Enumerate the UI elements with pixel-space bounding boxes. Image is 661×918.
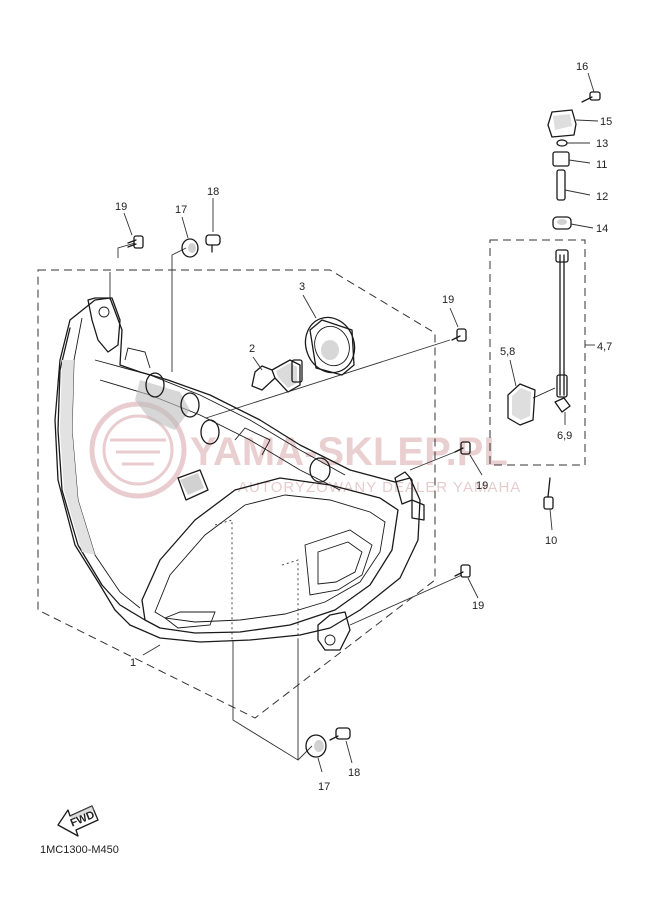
collar-part-14 [552, 216, 572, 230]
callout-12: 12 [596, 191, 608, 203]
callout-1: 1 [130, 657, 136, 669]
shaft-part-12 [556, 169, 566, 201]
bolt-18-top [205, 234, 221, 253]
clip-part-6-9 [554, 397, 571, 413]
callout-17-top: 17 [175, 204, 187, 216]
leader-12 [564, 189, 591, 196]
bolt-19-upper-left [127, 235, 144, 249]
headlight-assembly-boundary [37, 269, 436, 719]
ref-line-bolt-19-lower [349, 574, 463, 626]
bulb-cover-part [304, 316, 356, 376]
callout-15: 15 [600, 116, 612, 128]
ref-line-bolt-19-upper [205, 339, 451, 419]
callout-19-upper-right: 19 [442, 294, 454, 306]
leader-19c [469, 454, 483, 476]
bolt-18-bottom [329, 727, 351, 741]
screw-part-10 [543, 477, 554, 510]
ref-line-bolt-19-mid [409, 449, 461, 471]
callout-13: 13 [596, 138, 608, 150]
adjuster-rod-part [555, 249, 569, 398]
watermark: YAMA-SKLEP.PL AUTORYZOWANY DEALER YAMAHA [89, 401, 521, 499]
leader-19a [123, 212, 133, 236]
grommet-17-top [181, 238, 199, 258]
leader-15 [575, 119, 599, 122]
callout-11: 11 [596, 159, 607, 171]
ref-line-bottom-box [232, 640, 313, 761]
leader-1 [142, 644, 161, 656]
leader-2 [252, 356, 263, 371]
knob-part-15 [547, 109, 577, 138]
gear-part-11 [552, 151, 570, 167]
headlight-unit [54, 297, 425, 651]
hidden-line-right [281, 559, 299, 640]
callout-19-lower: 19 [472, 600, 484, 612]
bolt-19-upper-right [451, 328, 467, 342]
callout-17-bottom: 17 [318, 781, 330, 793]
callout-16: 16 [576, 61, 588, 73]
forward-arrow-icon: FWD [57, 805, 99, 837]
leader-14 [570, 223, 594, 229]
callout-19-upper-left: 19 [115, 201, 127, 213]
bulb-part [251, 359, 303, 393]
callout-3: 3 [299, 281, 305, 293]
callout-2: 2 [249, 343, 255, 355]
callout-10: 10 [545, 535, 557, 547]
leader-19b [449, 307, 459, 328]
leader-18-bottom [345, 740, 353, 764]
callout-6-9: 6,9 [557, 430, 572, 442]
o-ring-part-13 [556, 139, 568, 147]
bolt-19-lower-right [454, 564, 471, 578]
ref-line-grommet-top [171, 247, 187, 372]
leader-16 [587, 72, 595, 93]
callout-4-7: 4,7 [597, 341, 612, 353]
adjuster-assembly-boundary [489, 239, 586, 466]
callout-18-bottom: 18 [348, 767, 360, 779]
leader-19d [467, 577, 479, 599]
diagram-code: 1MC1300-M450 [40, 844, 119, 856]
leader-10 [549, 508, 553, 531]
watermark-sub-text: AUTORYZOWANY DEALER YAMAHA [238, 479, 521, 496]
screw-part-16 [581, 91, 601, 103]
bolt-19-mid-right [454, 441, 471, 455]
grommet-17-bottom [305, 734, 327, 758]
bracket-part-5-8 [507, 383, 556, 426]
callout-14: 14 [596, 223, 608, 235]
ref-line-upper [109, 242, 136, 300]
callout-5-8: 5,8 [500, 346, 515, 358]
leader-17-top [181, 216, 189, 239]
leader-3 [302, 294, 317, 319]
callout-19-mid: 19 [476, 480, 488, 492]
leader-11 [568, 159, 591, 164]
leader-17-bottom [317, 757, 323, 773]
callout-18-top: 18 [207, 186, 219, 198]
hidden-line-left [214, 519, 233, 640]
leader-5-8 [509, 359, 517, 387]
